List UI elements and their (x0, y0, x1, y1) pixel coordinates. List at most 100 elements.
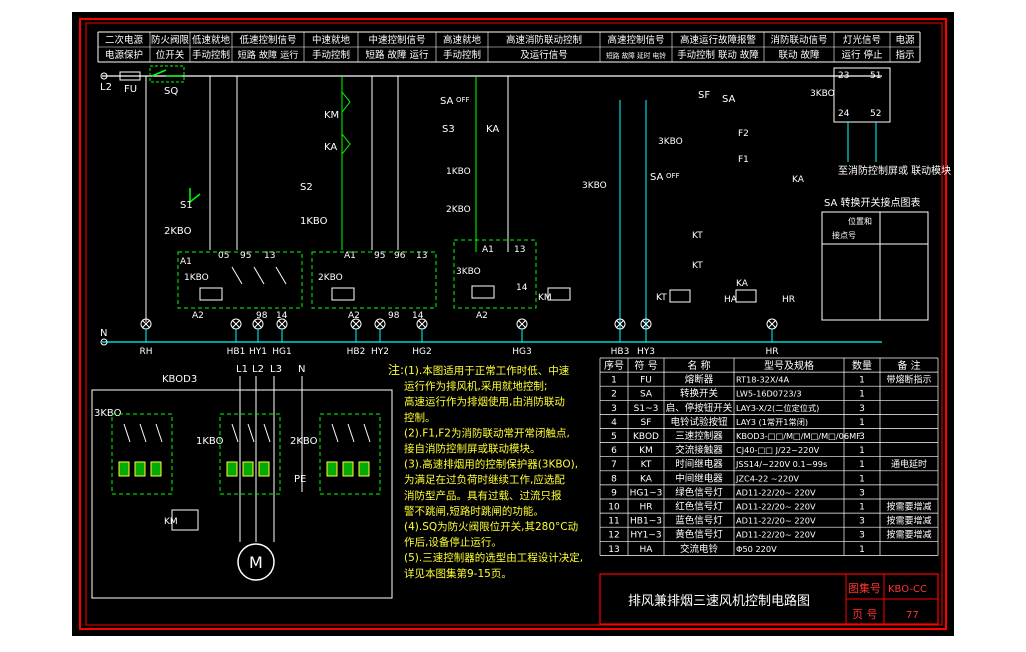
table-cell: KM (639, 446, 653, 456)
table-cell: 中间继电器 (675, 472, 723, 484)
drawing-canvas: 二次电源电源保护防火阀限位开关低速就地手动控制低速控制信号短路 故障 运行中速就… (72, 12, 954, 636)
table-cell: 按需要增减 (886, 515, 931, 527)
table-cell: KBOD (633, 432, 659, 442)
table-cell: 11 (608, 517, 619, 527)
header-cell-text: 运行 停止 (841, 49, 883, 61)
header-cell-text: 电源 (895, 34, 915, 46)
table-cell: HA (640, 545, 654, 555)
header-cell-text: 中速控制信号 (368, 34, 425, 46)
header-cell-text: 低速控制信号 (239, 34, 296, 46)
23-label: 23 (838, 71, 849, 81)
note-line: 为满足在过负荷时继续工作,应选配 (404, 473, 565, 486)
km-coil-label: KM (538, 293, 552, 303)
n-label-m: N (298, 364, 305, 375)
ka-label-1: KA (324, 142, 337, 153)
f2-label: F2 (738, 129, 749, 139)
table-cell: LAY3-X/2(二位定位式) (736, 403, 819, 413)
table-cell: 2 (611, 390, 617, 400)
table-cell: 绿色信号灯 (675, 486, 723, 498)
l2-label: L2 (100, 82, 112, 93)
hr-label: HR (782, 295, 795, 305)
2kbo-label-m: 2KBO (290, 436, 318, 447)
table-cell: JSS14/~220V 0.1~99s (735, 459, 827, 469)
main-contact (231, 423, 239, 443)
lamp-hy2-label: HY2 (371, 347, 389, 357)
table-cell: 1 (611, 376, 617, 386)
table-cell: 三速控制器 (675, 430, 723, 442)
table-cell: AD11-22/20~ 220V (736, 516, 816, 526)
main-contact (263, 423, 271, 443)
header-cell-text: 手动控制 (443, 49, 481, 61)
3kbo-label-f: 3KBO (810, 89, 835, 99)
table-cell: 3 (859, 404, 865, 414)
table-cell: 1 (859, 545, 865, 555)
note-line: (5).三速控制器的选型由工程设计决定, (404, 551, 583, 564)
header-cell-text: 指示 (895, 49, 914, 61)
l2-terminal (100, 72, 108, 80)
table-cell: HB1~3 (630, 517, 662, 527)
table-cell: AD11-22/20~ 220V (736, 502, 816, 512)
header-cell-text: 手动控制 联动 故障 (677, 49, 759, 61)
sq-dashed-box (149, 65, 185, 83)
table-cell: HG1~3 (630, 488, 663, 498)
overload-element (226, 461, 238, 477)
table-cell: 时间继电器 (675, 458, 723, 470)
ka-coil-label: KA (736, 279, 749, 289)
1kbo-label-c: 1KBO (446, 167, 471, 177)
ha-label: HA (724, 295, 738, 305)
lamp-hy1-label: HY1 (249, 347, 267, 357)
overload-element (342, 461, 354, 477)
lamp-hb2-cross-b (352, 320, 360, 328)
table-cell: 3 (859, 531, 865, 541)
lamp-rh-cross-b (142, 320, 150, 328)
main-contact (139, 423, 147, 443)
table-cell: 1 (859, 390, 865, 400)
lamp-hg1-cross-b (278, 320, 286, 328)
overload-element (150, 461, 162, 477)
2kbo-label-a: 2KBO (164, 226, 192, 237)
lamp-hb3-cross-b (616, 320, 624, 328)
lamp-hg3-cross-b (518, 320, 526, 328)
atlas-no-label: 图集号 (848, 581, 881, 595)
table-cell: 按需要增减 (886, 529, 931, 541)
header-cell-text: 低速就地 (192, 34, 231, 46)
sf-label: SF (698, 90, 710, 101)
table-cell: 3 (859, 517, 865, 527)
sa-table-title: SA 转换开关接点图表 (824, 196, 921, 209)
notes-block: 注: (1).本图适用于正常工作时低、中速运行作为排风机,采用就地控制;高速运行… (388, 362, 583, 580)
table-cell: AD11-22/20~ 220V (736, 487, 816, 497)
note-line: 作后,设备停止运行。 (404, 536, 502, 549)
table-cell: 7 (611, 460, 617, 470)
table-cell: 5 (611, 432, 617, 442)
title-block: 排风兼排烟三速风机控制电路图 图集号 KBO-CC 页 号 77 (599, 573, 939, 625)
lamp-hr-cross-b (768, 320, 776, 328)
lamp-hg2-cross-b (418, 320, 426, 328)
lamp-rh-label: RH (139, 347, 152, 357)
table-cell: 交流电铃 (680, 543, 719, 555)
a1-label-2: A1 (344, 251, 356, 261)
table-cell: 3 (611, 404, 617, 414)
note-line: 高速运行作为排烟使用,由消防联动 (404, 395, 565, 408)
lamp-hy2-cross-b (376, 320, 384, 328)
header-cell-text: 消防联动信号 (770, 34, 827, 46)
header-cell-text: 手动控制 (192, 49, 230, 61)
95-label-1: 95 (240, 251, 251, 261)
table-cell: 按需要增减 (886, 501, 931, 513)
note-line: 详见本图集第9-15页。 (404, 567, 512, 580)
table-cell: LAY3 (1常开1常闭) (736, 417, 808, 427)
lamp-hb2-label: HB2 (347, 347, 366, 357)
2kbo-label-c: 2KBO (446, 205, 471, 215)
table-cell: 蓝色信号灯 (675, 515, 723, 527)
fire-linkage-block: 23 51 24 52 3KBO 至消防控制屏或 联动模块 SA 转换开关接点图… (810, 67, 951, 321)
fu-label: FU (124, 84, 137, 95)
pos-header: 位置和 (848, 216, 872, 226)
overload-element (358, 461, 370, 477)
off-label-1: OFF (456, 96, 470, 104)
atlas-no-value: KBO-CC (888, 584, 927, 595)
motor-symbol (237, 543, 275, 581)
page-no-label: 页 号 (852, 608, 878, 621)
table-cell: 1 (859, 474, 865, 484)
header-cell-text: 高速消防联动控制 (506, 34, 582, 46)
